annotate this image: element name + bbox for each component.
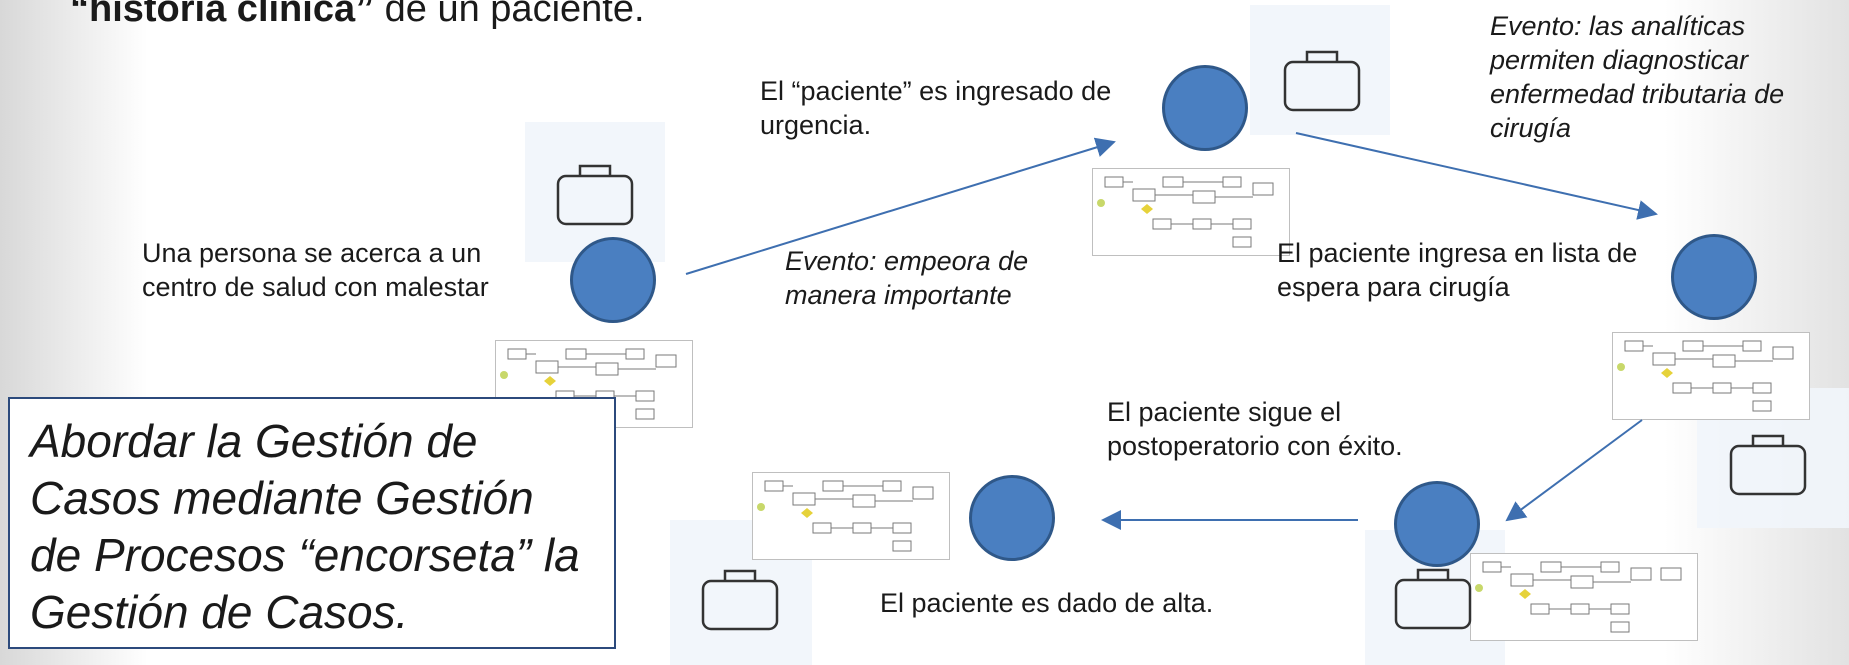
arrow-to-postop (1505, 419, 1643, 522)
case-folder-icon (701, 569, 779, 631)
arrow-to-waitlist (1295, 132, 1658, 220)
case-node-admitted (1162, 65, 1248, 151)
case-folder-icon (1394, 568, 1472, 630)
conclusion-note: Abordar la Gestión de Casos mediante Ges… (8, 397, 616, 649)
label-admitted: El “paciente” es ingresado de urgencia. (760, 76, 1112, 140)
case-node-postop (1394, 481, 1480, 567)
slide-title: “historia clínica” de un paciente. (70, 0, 645, 31)
process-diagram-thumbnail (1612, 332, 1810, 420)
arrow-to-admitted (685, 137, 1116, 275)
event-worsens: Evento: empeora de manera importante (785, 246, 1029, 310)
label-discharged: El paciente es dado de alta. (880, 588, 1214, 618)
case-node-start (570, 237, 656, 323)
tile-bg (525, 122, 665, 262)
title-bold: “historia clínica” (70, 0, 375, 30)
case-node-waitlist (1671, 234, 1757, 320)
process-diagram-thumbnail (752, 472, 950, 560)
label-postop: El paciente sigue el postoperatorio con … (1107, 397, 1403, 461)
process-diagram-thumbnail (1092, 168, 1290, 256)
label-waitlist: El paciente ingresa en lista de espera p… (1277, 238, 1638, 302)
event-analytics: Evento: las analíticas permiten diagnost… (1490, 11, 1785, 143)
title-rest: de un paciente. (374, 0, 645, 30)
case-node-discharged (969, 475, 1055, 561)
label-start: Una persona se acerca a un centro de sal… (142, 238, 489, 302)
process-diagram-thumbnail (1470, 553, 1698, 641)
tile-bg (1250, 5, 1390, 135)
case-folder-icon (556, 164, 634, 226)
case-folder-icon (1729, 434, 1807, 496)
case-folder-icon (1283, 50, 1361, 112)
